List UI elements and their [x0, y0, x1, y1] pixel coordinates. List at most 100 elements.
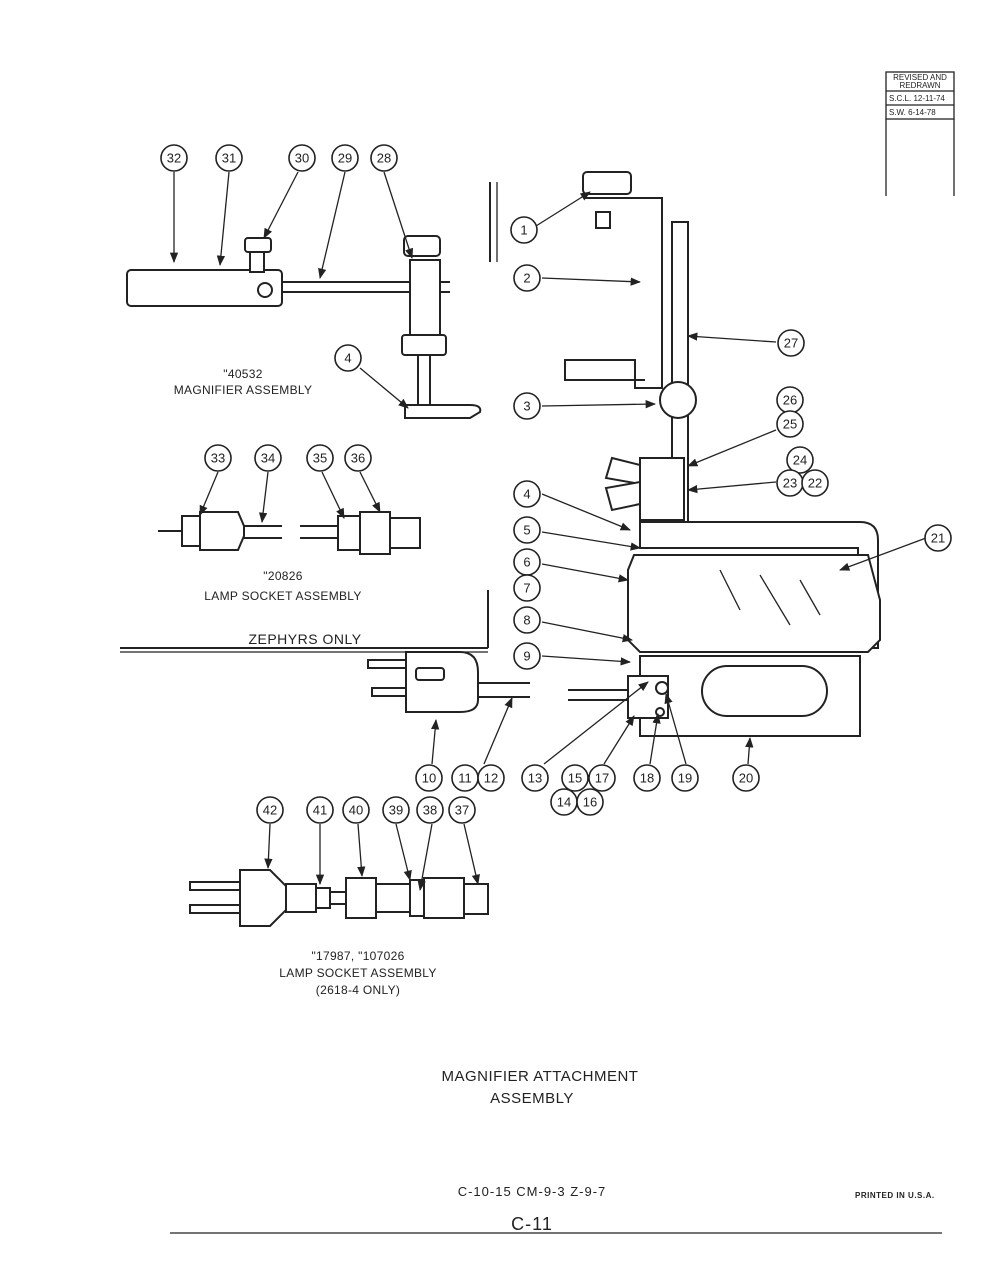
- svg-text:41: 41: [313, 803, 327, 818]
- callout-42: 42: [256, 796, 284, 824]
- lamp-socket-17987-name: LAMP SOCKET ASSEMBLY: [279, 966, 436, 980]
- lamp-socket-20826-part-no: "20826: [263, 569, 302, 583]
- svg-text:28: 28: [377, 151, 391, 166]
- callout-30: 30: [288, 144, 316, 172]
- svg-text:31: 31: [222, 151, 236, 166]
- callout-5: 5: [513, 516, 541, 544]
- svg-text:9: 9: [523, 649, 530, 664]
- svg-text:13: 13: [528, 771, 542, 786]
- callout-39: 39: [382, 796, 410, 824]
- svg-text:4: 4: [523, 487, 530, 502]
- callout-24: 24: [786, 446, 814, 474]
- callout-8: 8: [513, 606, 541, 634]
- printed-in-usa: PRINTED IN U.S.A.: [855, 1191, 935, 1200]
- callout-27: 27: [777, 329, 805, 357]
- svg-text:15: 15: [568, 771, 582, 786]
- callout-4: 4: [513, 480, 541, 508]
- callout-11: 11: [451, 764, 479, 792]
- svg-text:24: 24: [793, 453, 807, 468]
- svg-text:8: 8: [523, 613, 530, 628]
- lamp-socket-17987-part-no: "17987, "107026: [311, 949, 404, 963]
- revision-box: REVISED AND REDRAWN S.C.L. 12-11-74 S.W.…: [885, 71, 955, 196]
- svg-text:21: 21: [931, 531, 945, 546]
- callout-2: 2: [513, 264, 541, 292]
- svg-text:11: 11: [458, 771, 472, 786]
- callout-38: 38: [416, 796, 444, 824]
- lamp-socket-17987-note: (2618-4 ONLY): [316, 983, 400, 997]
- callout-34: 34: [254, 444, 282, 472]
- svg-text:4: 4: [344, 351, 351, 366]
- main-assembly-drawing: [564, 171, 881, 737]
- svg-text:3: 3: [523, 399, 530, 414]
- callout-4-magnifier: 4: [334, 344, 362, 372]
- svg-text:30: 30: [295, 151, 309, 166]
- svg-text:40: 40: [349, 803, 363, 818]
- svg-text:23: 23: [783, 476, 797, 491]
- svg-text:10: 10: [422, 771, 436, 786]
- callout-12: 12: [477, 764, 505, 792]
- svg-text:18: 18: [640, 771, 654, 786]
- callouts: 32 31 30 29 28 4 33 34 35 36 1 2 3 4 5 6…: [160, 144, 952, 824]
- magnifier-assembly-part-no: "40532: [223, 367, 262, 381]
- zephyrs-only-label: ZEPHYRS ONLY: [248, 631, 361, 647]
- revision-line-2: REDRAWN: [899, 81, 940, 90]
- revision-line-1: REVISED AND: [893, 73, 947, 82]
- callout-14: 14: [550, 788, 578, 816]
- svg-text:33: 33: [211, 451, 225, 466]
- svg-text:37: 37: [455, 803, 469, 818]
- magnifier-assembly-drawing: [126, 235, 482, 419]
- callout-22: 22: [801, 469, 829, 497]
- svg-text:36: 36: [351, 451, 365, 466]
- svg-text:12: 12: [484, 771, 498, 786]
- callout-15: 15: [561, 764, 589, 792]
- svg-text:34: 34: [261, 451, 275, 466]
- callout-26: 26: [776, 386, 804, 414]
- callout-23: 23: [776, 469, 804, 497]
- svg-text:29: 29: [338, 151, 352, 166]
- callout-31: 31: [215, 144, 243, 172]
- svg-text:5: 5: [523, 523, 530, 538]
- lamp-socket-17987-drawing: [189, 869, 489, 927]
- callout-6: 6: [513, 548, 541, 576]
- svg-text:22: 22: [808, 476, 822, 491]
- svg-text:17: 17: [595, 771, 609, 786]
- diagram-title-line-1: MAGNIFIER ATTACHMENT: [442, 1068, 639, 1085]
- svg-text:2: 2: [523, 271, 530, 286]
- svg-text:27: 27: [784, 336, 798, 351]
- revision-line-3: S.C.L. 12-11-74: [889, 94, 945, 103]
- svg-text:32: 32: [167, 151, 181, 166]
- callout-37: 37: [448, 796, 476, 824]
- callout-36: 36: [344, 444, 372, 472]
- callout-32: 32: [160, 144, 188, 172]
- callout-35: 35: [306, 444, 334, 472]
- callout-33: 33: [204, 444, 232, 472]
- lamp-socket-20826-drawing: [158, 511, 421, 555]
- callout-41: 41: [306, 796, 334, 824]
- page-number: C-11: [511, 1214, 553, 1234]
- magnifier-assembly-name: MAGNIFIER ASSEMBLY: [174, 383, 313, 397]
- svg-text:6: 6: [523, 555, 530, 570]
- callout-40: 40: [342, 796, 370, 824]
- callout-28: 28: [370, 144, 398, 172]
- svg-text:38: 38: [423, 803, 437, 818]
- lamp-socket-20826-name: LAMP SOCKET ASSEMBLY: [204, 589, 361, 603]
- svg-text:42: 42: [263, 803, 277, 818]
- callout-3: 3: [513, 392, 541, 420]
- callout-13: 13: [521, 764, 549, 792]
- callout-9: 9: [513, 642, 541, 670]
- svg-text:26: 26: [783, 393, 797, 408]
- svg-text:19: 19: [678, 771, 692, 786]
- plug-drawing: [367, 651, 530, 713]
- svg-text:1: 1: [520, 223, 527, 238]
- callout-18: 18: [633, 764, 661, 792]
- svg-text:39: 39: [389, 803, 403, 818]
- svg-text:25: 25: [783, 417, 797, 432]
- leader-lines: [169, 171, 927, 892]
- footer-models: C-10-15 CM-9-3 Z-9-7: [458, 1184, 607, 1199]
- callout-7: 7: [513, 574, 541, 602]
- svg-text:14: 14: [557, 795, 571, 810]
- callout-16: 16: [576, 788, 604, 816]
- callout-17: 17: [588, 764, 616, 792]
- callout-29: 29: [331, 144, 359, 172]
